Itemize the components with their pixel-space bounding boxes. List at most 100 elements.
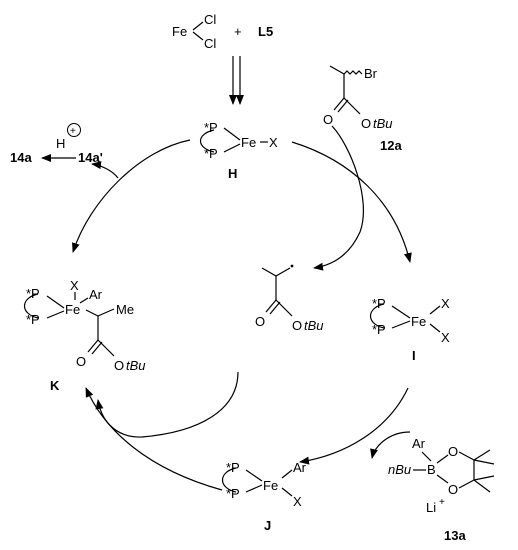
p-fe-bond (391, 320, 411, 329)
ester-bond (343, 97, 361, 115)
iron-atom: Fe (65, 302, 80, 317)
halide-x: X (269, 135, 278, 150)
oxygen-atom: O (76, 354, 86, 369)
diphosphine-backbone (199, 129, 215, 153)
release-arrow (91, 161, 119, 179)
radical-recombination-arrow (95, 371, 239, 438)
complex-i-label: I (412, 348, 416, 363)
oxygen-atom: O (255, 314, 265, 329)
methyl-bond (473, 449, 491, 461)
lithium-cation: Li (426, 500, 436, 515)
borate-13a: Ar nBu B O O Li + 13a (388, 436, 495, 543)
phosphorus-atom: *P (204, 146, 218, 161)
fe-c-bond (85, 309, 99, 317)
phosphorus-atom: *P (226, 460, 240, 475)
ligand-l5: L5 (258, 24, 273, 39)
p-fe-bond (245, 469, 263, 482)
iron-atom: Fe (241, 135, 256, 150)
cycle-arrow-j-to-k (85, 387, 223, 491)
cycle-arrow-h-to-i (291, 141, 412, 263)
methyl-bond (97, 308, 115, 317)
halide-x: X (70, 278, 79, 293)
alkyl-radical: O O tBu (255, 264, 324, 333)
complex-k-label: K (50, 378, 60, 393)
carbonyl-bond (91, 341, 103, 355)
methyl-bond (473, 459, 495, 465)
methyl-bond (473, 479, 491, 493)
carbonyl-bond (269, 301, 281, 315)
cycle-arrow-i-to-j (299, 387, 409, 465)
fe-ar-bond (79, 297, 89, 304)
halide-x: X (441, 296, 450, 311)
plus-sign: + (234, 24, 242, 39)
diphosphine-backbone (369, 303, 385, 329)
tbu-group: tBu (373, 116, 393, 131)
o-c-bond (458, 451, 475, 461)
tbu-group: tBu (304, 318, 324, 333)
p-fe-bond (245, 484, 263, 493)
methyl-bond (473, 475, 495, 481)
tbu-group: tBu (126, 358, 146, 373)
fe-cl-bond (192, 21, 204, 31)
chlorine-atom: Cl (204, 12, 216, 27)
p-fe-bond (46, 295, 65, 309)
oxygen-atom: O (114, 358, 124, 373)
boron-atom: B (427, 462, 436, 477)
phosphorus-atom: *P (204, 120, 218, 135)
phosphorus-atom: *P (226, 486, 240, 501)
complex-h-label: H (228, 166, 237, 181)
compound-12a-label: 12a (380, 138, 402, 153)
o-c-bond (458, 479, 475, 489)
proton-h: H (56, 136, 65, 151)
alkyl-bromide-12a: Br O O tBu 12a (323, 65, 402, 153)
methyl-me: Me (116, 302, 134, 317)
wavy-bond (343, 70, 363, 75)
oxygen-atom: O (448, 482, 458, 497)
phosphorus-atom: *P (372, 322, 386, 337)
radical-carbon-bond (275, 267, 291, 277)
phosphorus-atom: *P (372, 296, 386, 311)
phosphorus-atom: *P (26, 312, 40, 327)
diphosphine-backbone (221, 467, 237, 493)
fe-ar-bond (281, 469, 293, 479)
complex-j: *P *P Fe Ar X J (221, 460, 307, 533)
radical-dot (290, 264, 294, 268)
p-fe-bond (391, 305, 411, 319)
fe-cl-bond (192, 31, 204, 41)
iron-atom: Fe (263, 478, 278, 493)
b-o-bond (436, 474, 449, 484)
fe-x-bond (429, 323, 441, 333)
p-fe-bond (46, 310, 65, 319)
carbonyl-bond (265, 299, 277, 313)
product-14a: 14a (10, 150, 32, 165)
oxygen-atom: O (323, 112, 333, 127)
oxygen-atom: O (448, 444, 458, 459)
transmetalation-arrow (370, 431, 411, 459)
product-release: H + 14a 14a' (10, 123, 103, 165)
complex-i: *P *P Fe X X I (369, 296, 450, 363)
halide-x: X (441, 330, 450, 345)
chlorine-atom: Cl (204, 36, 216, 51)
intermediate-14a-prime: 14a' (78, 150, 103, 165)
fe-atom: Fe (172, 24, 187, 39)
carbonyl-bond (337, 99, 349, 113)
radical-formation-arrow (313, 125, 365, 271)
oxygen-atom: O (361, 116, 371, 131)
bromine-atom: Br (364, 66, 378, 81)
p-fe-bond (223, 143, 241, 153)
positive-charge-icon (67, 123, 81, 137)
complex-h: *P *P Fe X H (199, 120, 278, 181)
halide-x: X (293, 494, 302, 509)
phosphorus-atom: *P (26, 286, 40, 301)
cycle-arrow-k-to-h (72, 139, 191, 253)
carbonyl-bond (333, 97, 345, 111)
oxygen-atom: O (292, 318, 302, 333)
charge-sign: + (439, 497, 445, 508)
ester-bond (275, 299, 293, 317)
complex-j-label: J (264, 518, 271, 533)
nbutyl-group: nBu (388, 462, 411, 477)
fecl2-structure: Fe Cl Cl (172, 12, 216, 51)
methyl-bond (261, 267, 277, 277)
